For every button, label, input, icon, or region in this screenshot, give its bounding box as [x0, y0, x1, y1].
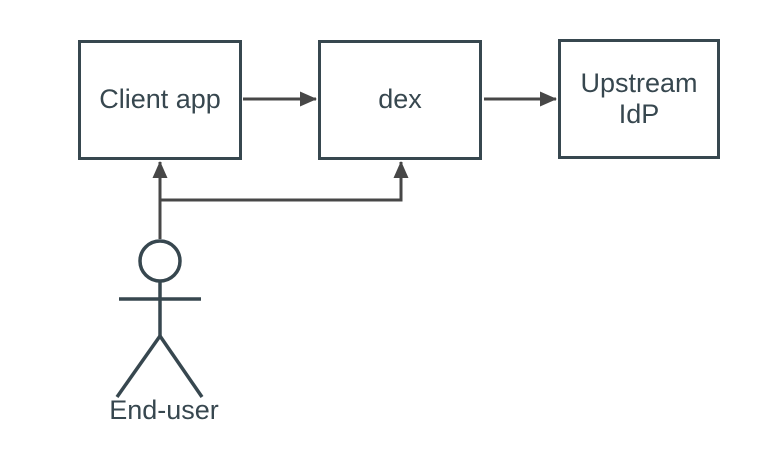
actor-left-leg: [115, 334, 162, 399]
end-user-label: End-user: [109, 395, 219, 425]
node-upstream-idp-label: Upstream IdP: [580, 67, 698, 129]
arrow-end-user-to-dex: [160, 161, 409, 202]
node-dex-label: dex: [378, 84, 422, 115]
node-client-app-label: Client app: [99, 84, 221, 115]
actor-right-leg: [158, 335, 204, 398]
stick-figure-actor-icon: [115, 239, 204, 399]
node-dex: dex: [318, 40, 482, 160]
actor-head: [138, 239, 182, 283]
node-client-app: Client app: [78, 40, 242, 160]
node-upstream-idp: Upstream IdP: [558, 39, 720, 159]
